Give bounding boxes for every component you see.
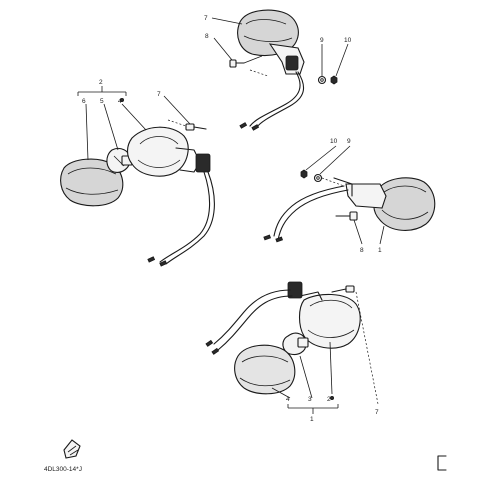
mounting-screw	[331, 285, 355, 293]
connector	[285, 55, 299, 71]
callout-socket: 4	[118, 98, 122, 105]
right-flasher-assembly: 10 9 8 1	[263, 138, 436, 254]
callout-screw: 7	[375, 409, 379, 416]
callout-lens: 7	[204, 15, 208, 22]
page-corner-mark	[437, 455, 447, 471]
callout-group: 1	[310, 416, 314, 423]
mounting-screw	[229, 59, 245, 68]
left-flasher-assembly: 2 6 5 4 7	[60, 79, 215, 267]
callout-screw: 7	[157, 91, 161, 98]
socket-housing	[126, 126, 189, 177]
wire-harness	[249, 71, 301, 127]
callout-screw: 8	[360, 247, 364, 254]
washer	[313, 173, 323, 183]
pointing-hand-icon	[63, 439, 81, 459]
wire-harness	[159, 171, 211, 263]
callout-bulb: 5	[100, 98, 104, 105]
bulb	[106, 147, 133, 173]
callout-screw: 8	[205, 33, 209, 40]
callout-group: 2	[99, 79, 103, 86]
wire-harness	[213, 289, 291, 345]
connector	[195, 153, 211, 173]
socket-housing	[298, 293, 361, 349]
lens	[237, 9, 299, 57]
lens	[373, 177, 436, 231]
callout-washer: 9	[320, 37, 324, 44]
nut	[330, 75, 338, 85]
callout-bulb: 3	[308, 396, 312, 403]
top-right-flasher-assembly: 7 8 9 10	[204, 9, 352, 131]
callout-nut: 10	[330, 138, 338, 145]
callout-socket: 2	[327, 396, 331, 403]
bottom-flasher-assembly: 4 3 2 1 7	[205, 281, 379, 423]
mounting-screw	[185, 123, 207, 131]
lens	[234, 344, 296, 395]
mounting-screw	[335, 211, 358, 221]
bulb	[282, 332, 309, 356]
callout-lens: 6	[82, 98, 86, 105]
callout-nut: 10	[344, 37, 352, 44]
callout-assembly: 1	[378, 247, 382, 254]
callout-lens: 4	[286, 396, 290, 403]
housing	[345, 183, 387, 209]
callout-washer: 9	[347, 138, 351, 145]
washer	[317, 75, 327, 85]
nut	[300, 169, 308, 179]
diagram-code: 4DL300-14*J	[44, 466, 82, 473]
wire-harness	[273, 185, 345, 237]
